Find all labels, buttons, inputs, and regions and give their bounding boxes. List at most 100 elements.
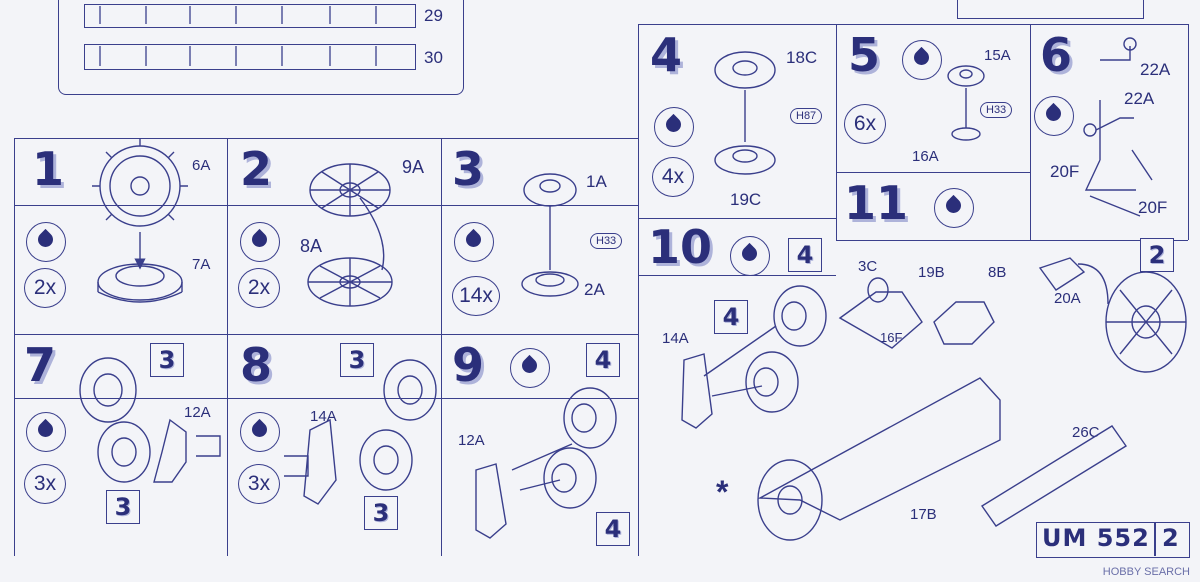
footer-divider	[1154, 522, 1156, 556]
grid-line	[638, 24, 639, 556]
rail-label-30: 30	[424, 48, 443, 67]
step-number-11: 11	[844, 176, 909, 230]
cement-drop-icon	[902, 40, 942, 80]
grid-line	[836, 240, 1188, 241]
wheel-18c	[714, 51, 776, 175]
step-number-4: 4	[650, 28, 683, 82]
step-number-9: 9	[452, 338, 485, 392]
part-label: 3C	[858, 258, 878, 275]
hull-assembly-step11	[757, 257, 1187, 541]
part-label: 8B	[988, 264, 1007, 281]
wheel-8a	[307, 257, 393, 307]
sprocket-6a	[92, 138, 188, 227]
cement-drop-icon	[934, 188, 974, 228]
cement-drop-icon	[730, 236, 770, 276]
rail-29	[84, 4, 416, 28]
step-number-7: 7	[24, 338, 57, 392]
part-label: 14A	[662, 330, 689, 347]
grid-line	[836, 24, 837, 240]
sprocket-7a	[97, 263, 183, 303]
asterisk-mark: *	[716, 474, 729, 510]
part-label: 19B	[918, 264, 945, 281]
page-number: 2	[1162, 524, 1180, 552]
ref-box: 4	[788, 238, 822, 272]
part-label: 12A	[458, 432, 485, 449]
grid-line	[14, 334, 639, 335]
wheel-1a	[521, 173, 579, 297]
cement-drop-icon	[240, 412, 280, 452]
grid-line	[14, 398, 639, 399]
step-number-8: 8	[240, 338, 273, 392]
watermark-logo: HOBBY SEARCH	[1102, 566, 1190, 578]
grid-line	[227, 138, 228, 556]
top-rail-area	[58, 0, 464, 95]
qty-badge: 14x	[452, 276, 500, 316]
part-label: 17B	[910, 506, 937, 523]
part-label: 26C	[1072, 424, 1100, 441]
part-label: 20A	[1054, 290, 1081, 307]
part-label: 7A	[192, 256, 211, 273]
rail-30	[84, 44, 416, 70]
grid-line	[1188, 24, 1189, 240]
wheel-9a	[309, 163, 391, 217]
part-label: 20F	[1138, 198, 1168, 217]
holder-tag: H87	[790, 108, 823, 124]
part-label: 8A	[300, 236, 323, 256]
qty-badge: 6x	[844, 104, 886, 144]
part-label: 22A	[1140, 60, 1171, 79]
holder-tag: H33	[980, 102, 1013, 118]
part-label: 6A	[192, 157, 211, 174]
qty-badge: 2x	[238, 268, 280, 308]
cement-drop-icon	[654, 107, 694, 147]
idler-parts-22a	[1083, 37, 1153, 217]
part-label: 12A	[184, 404, 211, 421]
assembly-arrow	[359, 197, 385, 271]
ref-box: 4	[596, 512, 630, 546]
ref-box: 2	[1140, 238, 1174, 272]
ref-box: 4	[714, 300, 748, 334]
ref-box: 4	[586, 343, 620, 377]
road-wheels-step10	[681, 285, 827, 429]
ref-box: 3	[106, 490, 140, 524]
ref-box: 3	[150, 343, 184, 377]
grid-line	[441, 138, 442, 556]
cement-drop-icon	[454, 222, 494, 262]
part-label: 16F	[880, 330, 903, 345]
step-number-3: 3	[452, 142, 485, 196]
road-wheels-step9	[475, 387, 617, 539]
step-number-6: 6	[1040, 28, 1073, 82]
step-number-1: 1	[32, 142, 65, 196]
rail-slots	[99, 6, 377, 66]
part-label: 22A	[1124, 89, 1155, 108]
road-wheels-step7	[79, 357, 221, 483]
part-label: 18C	[786, 48, 818, 67]
qty-badge: 3x	[24, 464, 66, 504]
part-label: 2A	[584, 280, 605, 299]
grid-line	[14, 138, 639, 139]
part-label: 15A	[984, 47, 1011, 64]
grid-line	[836, 172, 1030, 173]
holder-tag: H33	[590, 233, 623, 249]
part-label: 9A	[402, 157, 425, 177]
grid-line	[638, 218, 836, 219]
cement-drop-icon	[26, 222, 66, 262]
grid-line	[14, 138, 15, 556]
ref-box: 3	[364, 496, 398, 530]
step-number-5: 5	[848, 28, 881, 82]
top-right-box	[957, 0, 1144, 19]
part-label: 16A	[912, 148, 939, 165]
cement-drop-icon	[26, 412, 66, 452]
grid-line	[638, 24, 1188, 25]
qty-badge: 4x	[652, 157, 694, 197]
qty-badge: 2x	[24, 268, 66, 308]
cement-drop-icon	[1034, 96, 1074, 136]
cement-drop-icon	[240, 222, 280, 262]
step-number-10: 10	[648, 220, 713, 274]
wheel-15a	[947, 65, 985, 141]
ref-box: 3	[340, 343, 374, 377]
step-number-2: 2	[240, 142, 273, 196]
cement-drop-icon	[510, 348, 550, 388]
grid-line	[1030, 24, 1031, 240]
part-label: 19C	[730, 190, 762, 209]
